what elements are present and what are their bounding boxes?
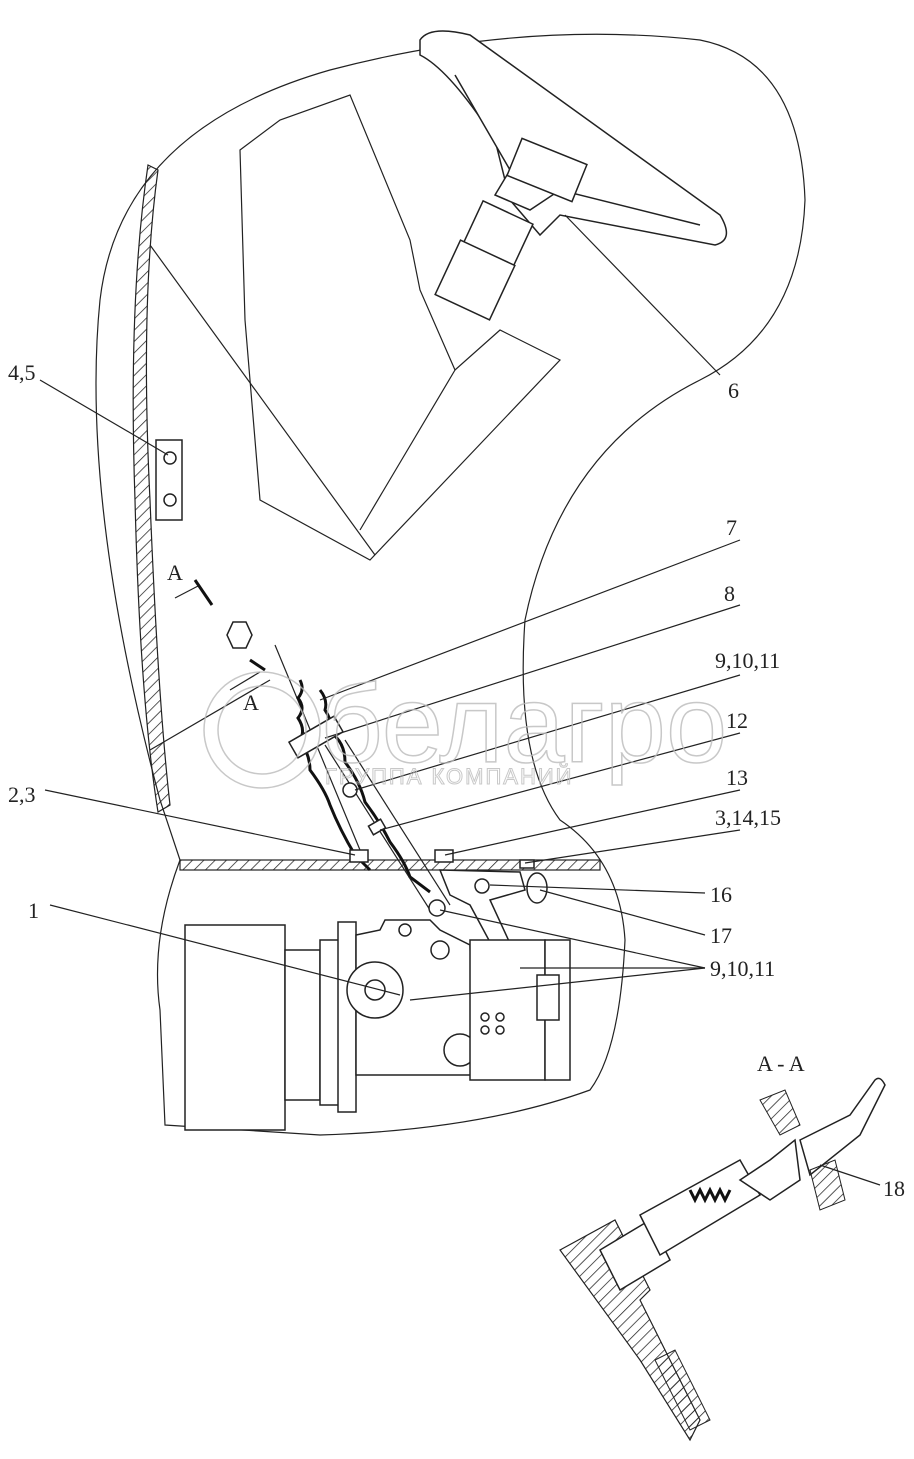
label-12: 12 xyxy=(726,708,748,733)
hydraulic-pump xyxy=(184,919,571,1131)
section-mark-a-1: A xyxy=(167,560,183,585)
label-9-10-11-top: 9,10,11 xyxy=(715,648,780,673)
label-1: 1 xyxy=(28,898,39,923)
control-lever xyxy=(226,621,454,917)
section-a-a-detail xyxy=(559,1077,886,1442)
steering-wheel xyxy=(419,30,728,321)
label-4-5: 4,5 xyxy=(8,360,36,385)
label-9-10-11-bottom: 9,10,11 xyxy=(710,956,775,981)
label-13: 13 xyxy=(726,765,748,790)
section-title-a-a: A - A xyxy=(757,1051,805,1076)
cab-wall-hatched xyxy=(132,164,171,813)
label-16: 16 xyxy=(710,882,732,907)
label-17: 17 xyxy=(710,923,732,948)
section-mark-a-2: A xyxy=(243,690,259,715)
label-18: 18 xyxy=(883,1176,905,1201)
cab-floor xyxy=(179,859,601,871)
label-6: 6 xyxy=(728,378,739,403)
label-7: 7 xyxy=(726,515,737,540)
watermark: белагро ГРУППА КОМПАНИЙ xyxy=(203,662,728,790)
label-3-14-15: 3,14,15 xyxy=(715,805,781,830)
watermark-subtitle: ГРУППА КОМПАНИЙ xyxy=(325,764,574,789)
label-8: 8 xyxy=(724,581,735,606)
leader-lines xyxy=(39,214,881,1186)
seat xyxy=(239,94,561,561)
watermark-brand: белагро xyxy=(320,663,727,786)
label-2-3: 2,3 xyxy=(8,782,36,807)
